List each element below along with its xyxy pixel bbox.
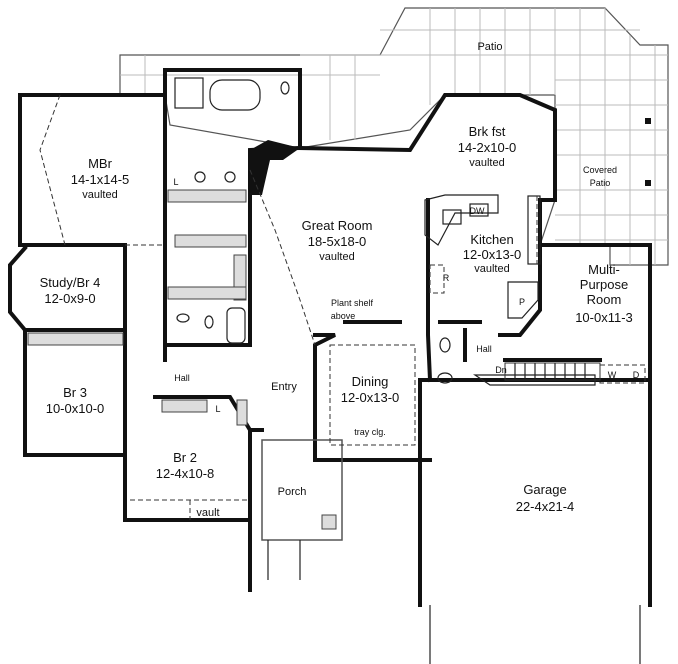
- dining-size: 12-0x13-0: [341, 390, 400, 405]
- brkfst-note: vaulted: [469, 157, 504, 169]
- laundry-area: [599, 364, 646, 384]
- hall-label: Hall: [174, 373, 190, 383]
- br3-label: Br 3: [63, 385, 87, 400]
- study-label: Study/Br 4: [40, 275, 101, 290]
- garage-size: 22-4x21-4: [516, 499, 575, 514]
- patio-grid: [120, 8, 668, 265]
- shower-icon: [174, 77, 204, 109]
- closets: [27, 189, 248, 426]
- toilet-icon: [204, 315, 214, 329]
- fixture-labels: DW R P Dn W D L L: [173, 177, 639, 414]
- kitchen-label: Kitchen: [470, 232, 513, 247]
- post-icon: [645, 118, 651, 124]
- fireplace-icon: [250, 140, 300, 195]
- washer-label: W: [608, 370, 617, 380]
- garage-label: Garage: [523, 482, 566, 497]
- toilet-icon: [439, 337, 451, 353]
- br2-size: 12-4x10-8: [156, 466, 215, 481]
- mbr-label: MBr: [88, 156, 113, 171]
- dryer-label: D: [633, 370, 640, 380]
- dining-label: Dining: [352, 374, 389, 389]
- counter: [527, 195, 541, 265]
- column-icon: [321, 514, 337, 530]
- brkfst-size: 14-2x10-0: [458, 140, 517, 155]
- refrigerator-label: R: [443, 273, 450, 283]
- tray-ceiling: [329, 344, 416, 446]
- sink-icon: [194, 171, 206, 183]
- mbr-size: 14-1x14-5: [71, 172, 130, 187]
- bath-fixtures: [174, 77, 453, 384]
- great-room-size: 18-5x18-0: [308, 234, 367, 249]
- sink-icon: [224, 171, 236, 183]
- multi-purpose-size: 10-0x11-3: [575, 310, 633, 325]
- room-labels: Patio Covered Patio MBr 14-1x14-5 vaulte…: [40, 41, 633, 519]
- sink-icon: [437, 372, 453, 384]
- brkfst-label: Brk fst: [469, 124, 506, 139]
- br2-label: Br 2: [173, 450, 197, 465]
- linen-label: L: [173, 177, 178, 187]
- dishwasher-label: DW: [470, 206, 485, 216]
- hall-label: Hall: [476, 344, 492, 354]
- tub-icon: [209, 79, 261, 111]
- porch-area: [261, 439, 343, 580]
- multi-purpose-label: Multi-: [588, 262, 620, 277]
- study-size: 12-0x9-0: [44, 291, 95, 306]
- great-room-note: vaulted: [319, 251, 354, 263]
- pantry-label: P: [519, 297, 525, 307]
- covered-patio-label: Patio: [590, 178, 611, 188]
- sink-icon: [442, 209, 462, 225]
- entry-label: Entry: [271, 381, 297, 393]
- patio-area: [119, 7, 669, 266]
- great-room-label: Great Room: [302, 218, 373, 233]
- covered-patio-label: Covered: [583, 165, 617, 175]
- br2-note: vault: [196, 507, 219, 519]
- walls: [8, 68, 652, 607]
- plant-shelf-label: above: [331, 311, 356, 321]
- tub-icon: [226, 307, 246, 344]
- sink-icon: [176, 313, 190, 323]
- stairs-down-label: Dn: [495, 365, 507, 375]
- toilet-icon: [280, 81, 290, 95]
- porch-label: Porch: [278, 486, 307, 498]
- kitchen-note: vaulted: [474, 263, 509, 275]
- multi-purpose-label: Room: [587, 292, 622, 307]
- post-icon: [645, 180, 651, 186]
- multi-purpose-label: Purpose: [580, 277, 628, 292]
- kitchen-size: 12-0x13-0: [463, 247, 522, 262]
- mbr-note: vaulted: [82, 189, 117, 201]
- dining-note: tray clg.: [354, 427, 386, 437]
- stairs: [504, 362, 601, 381]
- linen-label: L: [215, 404, 220, 414]
- ceiling-lines: [39, 94, 538, 520]
- patio-label: Patio: [477, 41, 502, 53]
- br3-size: 10-0x10-0: [46, 401, 105, 416]
- plant-shelf-label: Plant shelf: [331, 298, 374, 308]
